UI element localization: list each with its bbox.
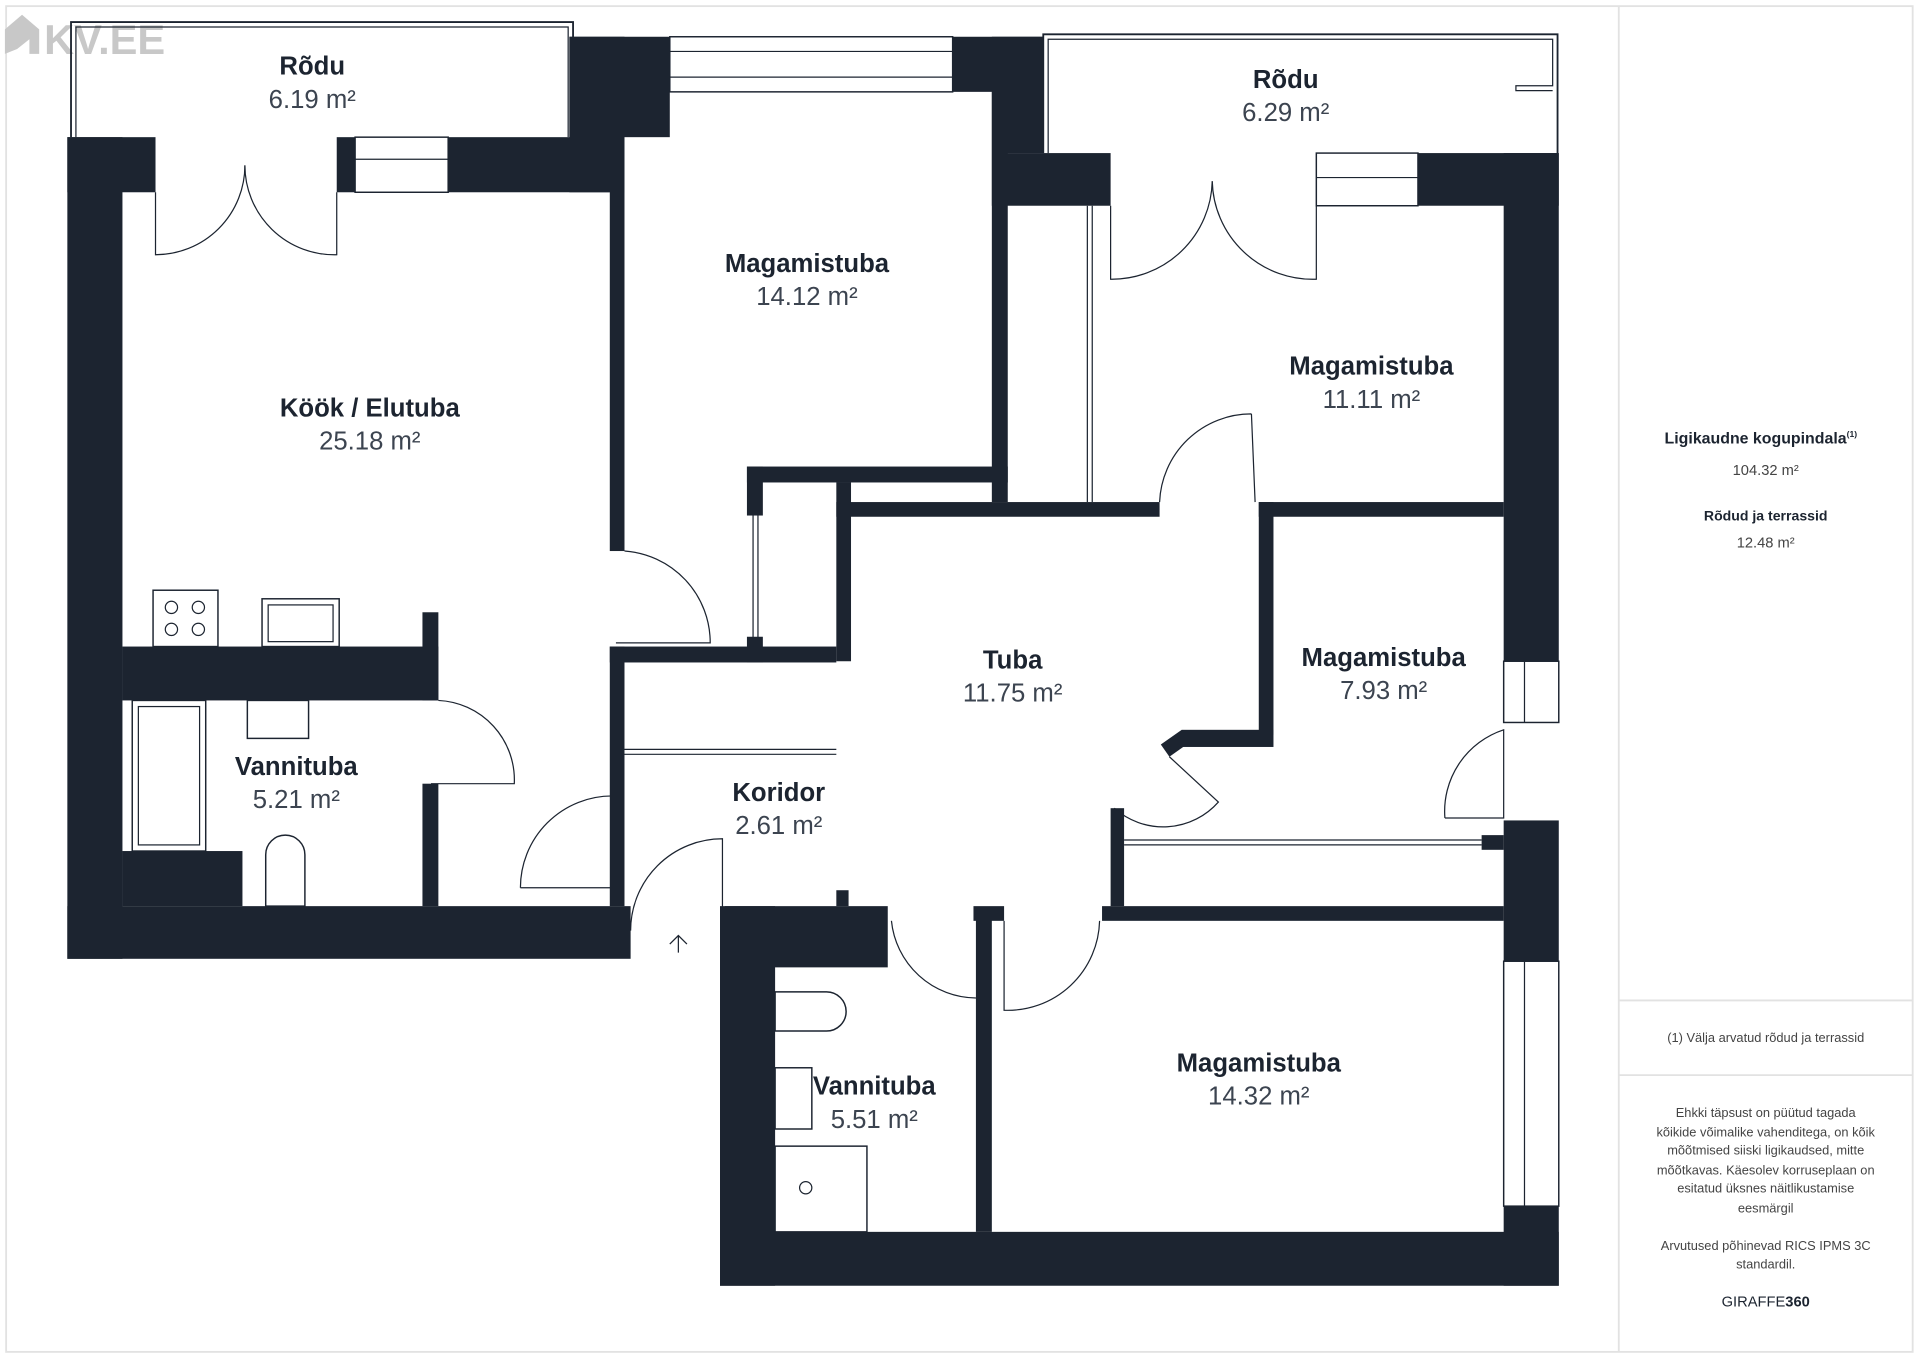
footnote: (1) Välja arvatud rõdud ja terrassid xyxy=(1667,1030,1864,1045)
bathtub-icon xyxy=(131,699,207,852)
doors xyxy=(154,165,1505,1011)
logo-text: KV.EE xyxy=(44,16,165,63)
balcony-area-label: Rõdud ja terrassid xyxy=(1704,507,1828,523)
total-area-label: Ligikaudne kogupindala(1) xyxy=(1665,429,1858,447)
entrance-arrow-icon xyxy=(669,934,688,953)
disclaimer-line: esitatud üksnes näitlikustamise xyxy=(1677,1181,1854,1196)
kitchen-sink-icon xyxy=(261,598,340,648)
sink-icon xyxy=(246,699,310,740)
room-name: Magamistuba xyxy=(1289,353,1454,381)
disclaimer-line: eesmärgil xyxy=(1738,1200,1794,1215)
room-area: 14.32 m² xyxy=(1208,1083,1310,1111)
toilet-icon xyxy=(774,991,847,1032)
room-area: 6.19 m² xyxy=(269,86,357,114)
room-name: Koridor xyxy=(732,779,825,807)
disclaimer-line: mõõtkavas. Käesolev korruseplaan on xyxy=(1657,1162,1875,1177)
room-area: 11.11 m² xyxy=(1323,386,1421,414)
room-area: 7.93 m² xyxy=(1340,677,1428,705)
disclaimer-line: Ehkki täpsust on püütud tagada xyxy=(1676,1105,1857,1120)
stove-icon xyxy=(152,589,219,648)
room-area: 14.12 m² xyxy=(756,283,858,311)
room-name: Köök / Elutuba xyxy=(280,394,461,422)
toilet-icon xyxy=(264,834,306,907)
room-name: Rõdu xyxy=(1253,66,1319,94)
standard-line: Arvutused põhinevad RICS IPMS 3C xyxy=(1661,1238,1871,1253)
windows xyxy=(354,36,1560,1207)
room-area: 6.29 m² xyxy=(1242,99,1330,127)
room-area: 25.18 m² xyxy=(319,427,421,455)
room-name: Magamistuba xyxy=(1302,644,1467,672)
fixtures xyxy=(131,589,868,1233)
total-area-value: 104.32 m² xyxy=(1733,463,1799,479)
room-area: 11.75 m² xyxy=(963,680,1063,708)
room-name: Vannituba xyxy=(235,753,359,781)
room-name: Magamistuba xyxy=(1177,1049,1342,1077)
room-name: Tuba xyxy=(983,647,1043,675)
disclaimer-line: kõikide võimalike vahenditega, on kõik xyxy=(1656,1124,1875,1139)
room-name: Magamistuba xyxy=(725,250,890,278)
sink-icon xyxy=(774,1067,813,1130)
room-name: Vannituba xyxy=(813,1073,937,1101)
standard-line: standardil. xyxy=(1736,1257,1795,1272)
kv-logo: KV.EE xyxy=(4,14,165,63)
house-icon xyxy=(4,14,40,54)
page-frame xyxy=(5,5,1914,1353)
balcony-area-value: 12.48 m² xyxy=(1737,535,1795,551)
giraffe360-brand: GIRAFFE360 xyxy=(1722,1295,1810,1311)
room-labels: Rõdu 6.19 m² Rõdu 6.29 m² Magamistuba 14… xyxy=(235,53,1467,1134)
room-area: 5.51 m² xyxy=(831,1106,919,1134)
walls xyxy=(67,36,1559,1286)
shower-icon xyxy=(774,1145,868,1233)
disclaimer-line: mõõtmised siiski ligikaudsed, mitte xyxy=(1667,1143,1864,1158)
room-area: 2.61 m² xyxy=(735,812,823,840)
info-panel: Ligikaudne kogupindala(1) 104.32 m² Rõdu… xyxy=(1656,429,1875,1310)
room-area: 5.21 m² xyxy=(253,786,341,814)
room-name: Rõdu xyxy=(279,53,345,81)
